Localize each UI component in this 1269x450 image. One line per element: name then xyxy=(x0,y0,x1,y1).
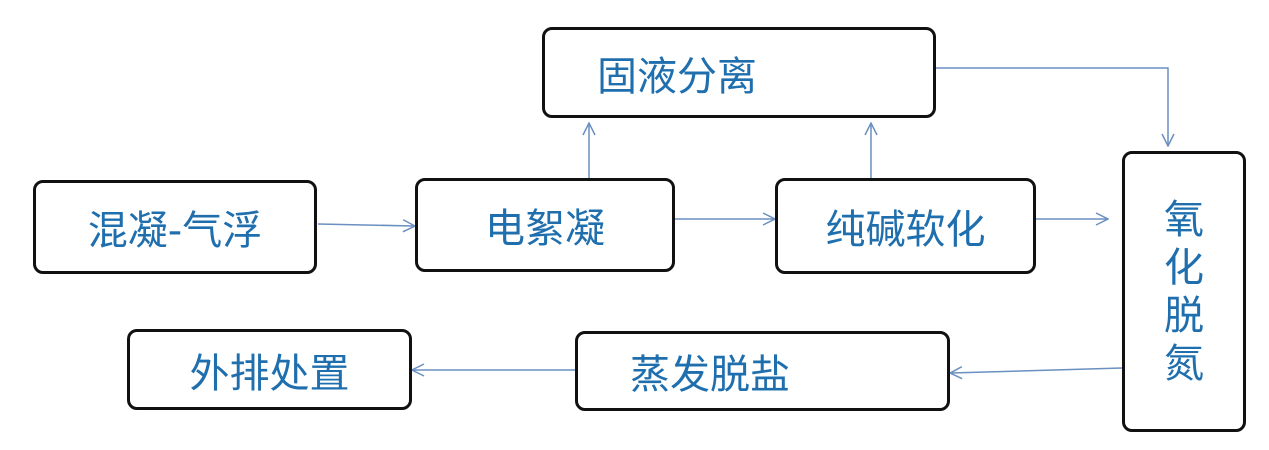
oxid-char-4: 氮 xyxy=(1164,340,1204,387)
box-electrocoagulation: 电絮凝 xyxy=(415,178,675,272)
box-oxidation-denitrification: 氧 化 脱 氮 xyxy=(1122,151,1246,432)
box-evaporation-desalination-label: 蒸发脱盐 xyxy=(630,352,790,398)
arrow-solidliquid-to-oxid xyxy=(936,67,1168,145)
arrow-oxid-to-evap xyxy=(951,368,1123,373)
arrow-coag-to-electro xyxy=(317,224,414,226)
box-soda-softening: 纯碱软化 xyxy=(775,178,1036,274)
box-evaporation-desalination: 蒸发脱盐 xyxy=(575,331,950,411)
oxid-char-3: 脱 xyxy=(1164,292,1204,339)
oxid-char-1: 氧 xyxy=(1164,196,1204,243)
box-external-discharge-label: 外排处置 xyxy=(189,350,350,397)
box-external-discharge: 外排处置 xyxy=(127,329,412,410)
box-coag-flotation: 混凝-气浮 xyxy=(33,180,317,274)
box-soda-softening-label: 纯碱软化 xyxy=(825,207,986,253)
oxid-char-2: 化 xyxy=(1164,244,1204,291)
box-electrocoagulation-label: 电絮凝 xyxy=(485,206,605,252)
box-solid-liquid-separation-label: 固液分离 xyxy=(597,53,757,100)
box-coag-flotation-label: 混凝-气浮 xyxy=(87,208,263,254)
box-solid-liquid-separation: 固液分离 xyxy=(542,27,936,118)
